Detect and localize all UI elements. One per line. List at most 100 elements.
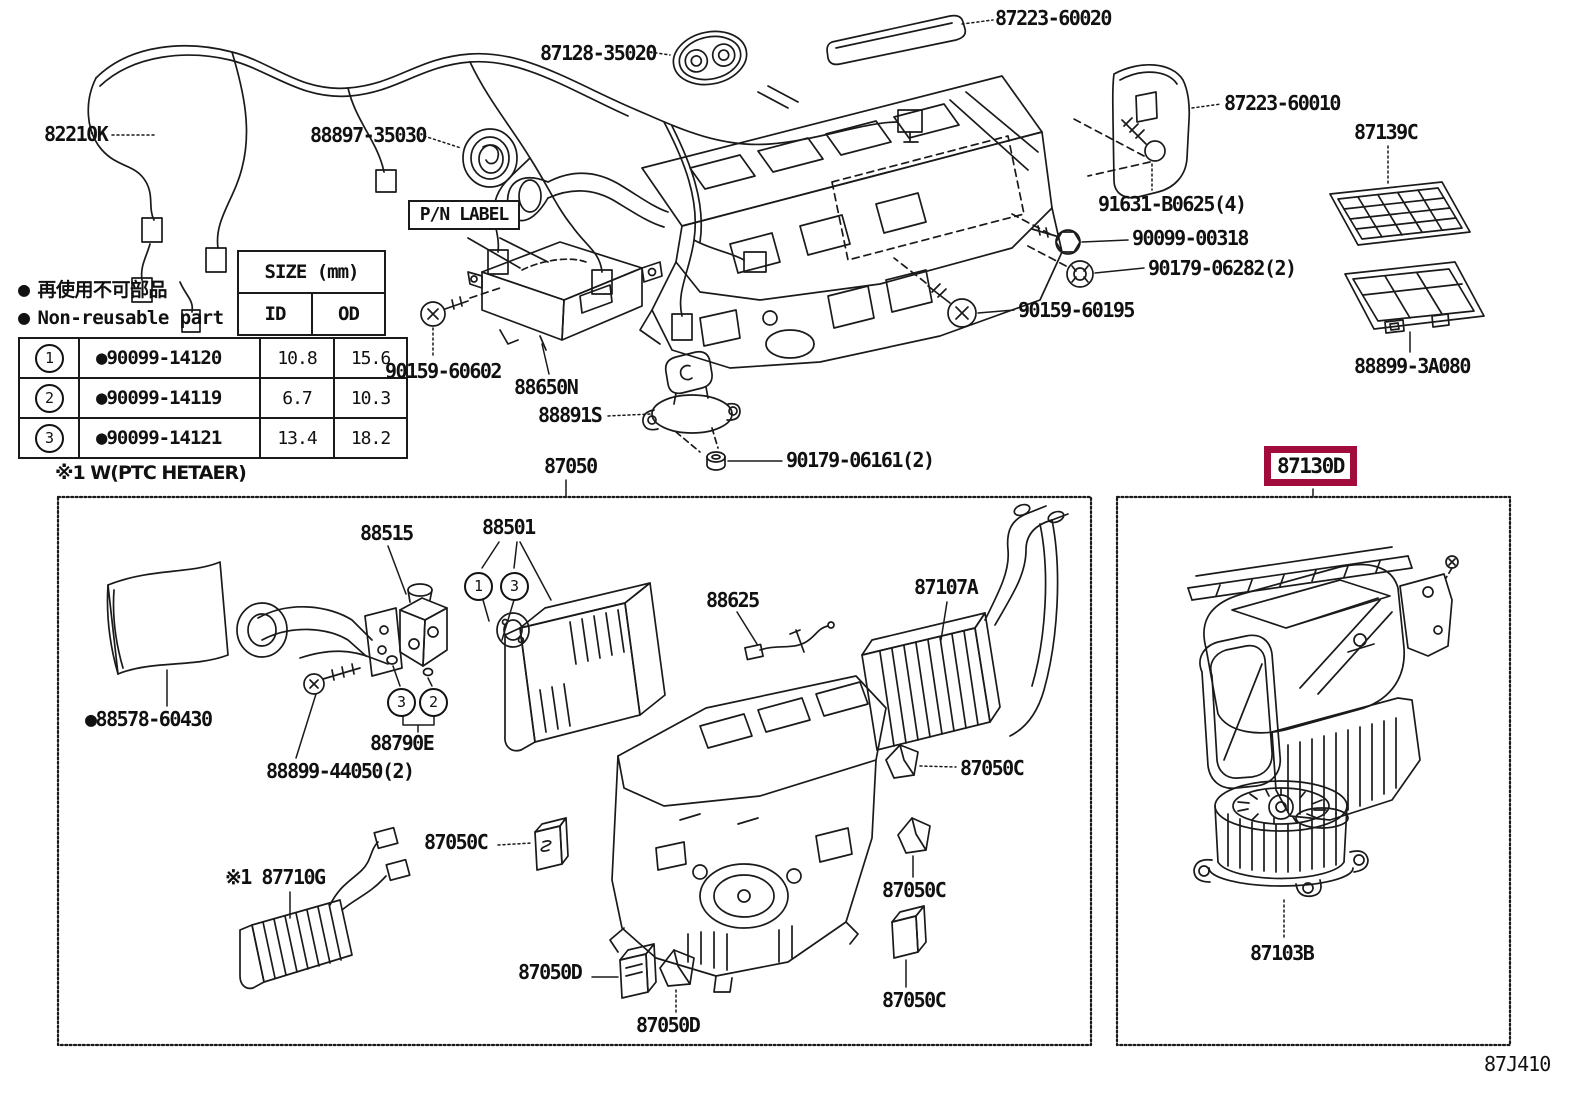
part-label-88790e: 88790E bbox=[370, 731, 435, 755]
part-label-88897-35030: 88897-35030 bbox=[310, 123, 427, 147]
non-reusable-bullet-icon: ● bbox=[18, 305, 30, 329]
callout-3-icon: 3 bbox=[500, 572, 529, 601]
id-cell: 13.4 bbox=[259, 417, 335, 459]
part-label-87139c: 87139C bbox=[1354, 120, 1419, 144]
part-label-87050c-r3: 87050C bbox=[882, 988, 947, 1012]
callout-2-icon: 2 bbox=[34, 383, 64, 413]
part-label-90159-60602: 90159-60602 bbox=[385, 359, 502, 383]
section-box-87050 bbox=[56, 495, 1093, 1047]
part-number-cell: ●90099-14119 bbox=[78, 377, 261, 419]
part-label-91631-b0625: 91631-B0625(4) bbox=[1098, 192, 1247, 216]
part-number-cell: ●90099-14120 bbox=[78, 337, 261, 379]
size-table-body: 1 ●90099-14120 10.8 15.6 2 ●90099-14119 … bbox=[18, 337, 408, 459]
part-label-87050: 87050 bbox=[544, 454, 598, 478]
part-label-88625: 88625 bbox=[706, 588, 760, 612]
screw-60195-drawing bbox=[893, 257, 977, 328]
part-label-87050c-r1: 87050C bbox=[960, 756, 1025, 780]
ptc-heater-drawing bbox=[239, 826, 411, 990]
callout-1-icon: 1 bbox=[34, 343, 64, 373]
part-label-88899-3a080: 88899-3A080 bbox=[1354, 354, 1471, 378]
wire-harness-drawing bbox=[87, 45, 923, 341]
part-label-90179-06282: 90179-06282(2) bbox=[1148, 256, 1297, 280]
servo-motor-drawing bbox=[642, 350, 741, 453]
part-label-87223-60020: 87223-60020 bbox=[995, 6, 1112, 30]
part-label-87050d-1: 87050D bbox=[518, 960, 583, 984]
od-cell: 15.6 bbox=[333, 337, 408, 379]
clip-87050c-left-drawing bbox=[534, 817, 569, 871]
od-cell: 18.2 bbox=[333, 417, 408, 459]
clip-87050c-r3-drawing bbox=[891, 905, 927, 959]
part-label-88578-60430: ●88578-60430 bbox=[85, 707, 213, 731]
bolt-60602-drawing bbox=[420, 287, 501, 327]
part-label-87107a: 87107A bbox=[914, 575, 979, 599]
part-label-90159-60195: 90159-60195 bbox=[1018, 298, 1135, 322]
leader-lines bbox=[111, 19, 1411, 1013]
legend: ● 再使用不可部品 ● Non-reusable part bbox=[18, 276, 224, 332]
part-label-87050d-2: 87050D bbox=[636, 1013, 701, 1037]
pipe-grommet-drawing bbox=[672, 30, 748, 86]
part-label-87223-60010: 87223-60010 bbox=[1224, 91, 1341, 115]
clip-87050d-box-drawing bbox=[619, 943, 657, 999]
cabin-filter-drawing bbox=[1329, 181, 1471, 246]
col-header-od: OD bbox=[311, 292, 386, 336]
screw-91631-drawing bbox=[1071, 117, 1166, 177]
bolt-90099-drawing bbox=[1011, 213, 1081, 255]
pipe-stubs bbox=[757, 85, 799, 109]
part-number-cell: ●90099-14121 bbox=[78, 417, 261, 459]
nut-06161-drawing bbox=[706, 451, 726, 471]
callout-1-icon: 1 bbox=[464, 572, 493, 601]
legend-en-text: Non-reusable part bbox=[37, 307, 224, 329]
ptc-heater-note: ※1 W(PTC HETAER) bbox=[55, 462, 247, 484]
legend-row-jp: ● 再使用不可部品 bbox=[18, 276, 224, 304]
part-label-87710g: ※1 87710G bbox=[225, 865, 326, 889]
clip-87050d-pent-drawing bbox=[659, 949, 695, 987]
pn-label-box: P/N LABEL bbox=[408, 200, 520, 230]
legend-jp-text: 再使用不可部品 bbox=[37, 279, 168, 301]
table-row: 2 ●90099-14119 6.7 10.3 bbox=[18, 377, 408, 419]
nut-06282-drawing bbox=[1023, 243, 1094, 288]
size-table-header: SIZE (mm) ID OD bbox=[237, 250, 386, 336]
clip-87050c-r2-drawing bbox=[897, 817, 931, 854]
id-cell: 10.8 bbox=[259, 337, 335, 379]
thermistor-drawing bbox=[744, 621, 835, 661]
side-packing-drawing bbox=[1111, 64, 1191, 199]
id-cell: 6.7 bbox=[259, 377, 335, 419]
exp-valve-drawing bbox=[399, 583, 448, 667]
callout-3-icon: 3 bbox=[387, 688, 416, 717]
callout-2-icon: 2 bbox=[419, 688, 448, 717]
non-reusable-bullet-icon: ● bbox=[18, 277, 30, 301]
packing-strip-drawing bbox=[826, 14, 967, 66]
filter-case-drawing bbox=[1344, 261, 1485, 334]
size-table-title: SIZE (mm) bbox=[237, 250, 386, 294]
heater-core-drawing bbox=[861, 503, 1069, 751]
upper-case-drawing bbox=[506, 75, 1063, 369]
part-label-82210k: 82210K bbox=[44, 122, 109, 146]
blower-unit-drawing bbox=[1187, 546, 1459, 829]
od-cell: 10.3 bbox=[333, 377, 408, 419]
amplifier-drawing bbox=[467, 237, 663, 351]
grommet-drawing bbox=[462, 128, 518, 188]
part-label-87103b: 87103B bbox=[1250, 941, 1315, 965]
highlighted-part-label-87130d: 87130D bbox=[1264, 446, 1357, 486]
table-row: 1 ●90099-14120 10.8 15.6 bbox=[18, 337, 408, 379]
legend-row-en: ● Non-reusable part bbox=[18, 304, 224, 332]
part-label-90099-00318: 90099-00318 bbox=[1132, 226, 1249, 250]
clip-87050c-r1-drawing bbox=[885, 744, 919, 779]
part-label-90179-06161: 90179-06161(2) bbox=[786, 448, 935, 472]
part-label-88650n: 88650N bbox=[514, 375, 579, 399]
part-label-87050c-r2: 87050C bbox=[882, 878, 947, 902]
col-header-id: ID bbox=[237, 292, 313, 336]
part-label-87050c-left: 87050C bbox=[424, 830, 489, 854]
diagram-page-code: 87J410 bbox=[1484, 1052, 1551, 1076]
evaporator-drawing bbox=[496, 582, 666, 752]
part-label-88515: 88515 bbox=[360, 521, 414, 545]
part-label-88891s: 88891S bbox=[538, 403, 603, 427]
screw-44050-drawing bbox=[303, 663, 361, 695]
table-row: 3 ●90099-14121 13.4 18.2 bbox=[18, 417, 408, 459]
part-label-88501: 88501 bbox=[482, 515, 536, 539]
part-label-88899-44050: 88899-44050(2) bbox=[266, 759, 415, 783]
part-label-87128-35020: 87128-35020 bbox=[540, 41, 657, 65]
insulator-sheet-drawing bbox=[106, 561, 229, 675]
